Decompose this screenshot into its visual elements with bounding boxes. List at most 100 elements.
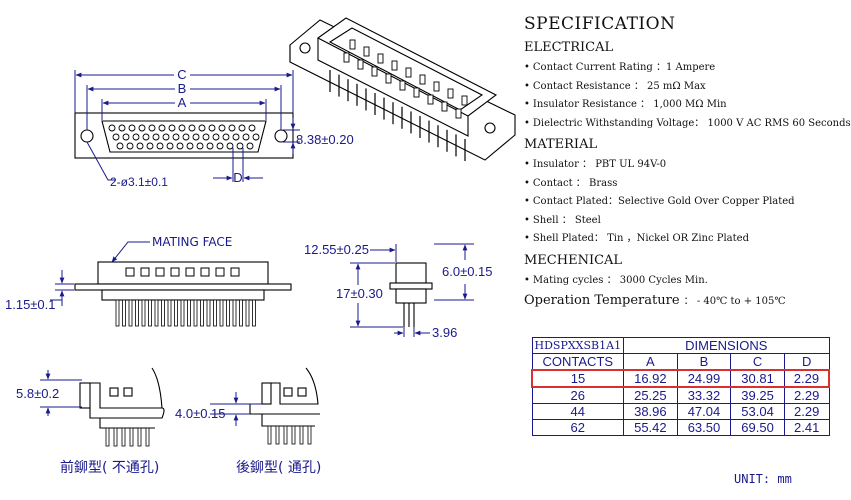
iso-pin (349, 39, 356, 50)
contact-square (200, 267, 210, 277)
contacts-header: CONTACTS (531, 353, 625, 371)
contact-hole (108, 124, 116, 132)
detail-pin (137, 427, 142, 447)
spec-item: Mating cycles ： 3000 Cycles Min. (524, 272, 828, 291)
value-cell: 30.81 (730, 369, 785, 388)
pcb-pin (167, 299, 172, 327)
value-cell: 2.29 (783, 403, 830, 420)
side-pcb-pins (115, 299, 256, 327)
spec-item: Insulator ： PBT UL 94V-0 (524, 156, 828, 175)
table-header-row: HDSPXXSB1A1 DIMENSIONS (531, 337, 830, 354)
contact-square (140, 267, 150, 277)
contacts-cell: 44 (531, 403, 625, 420)
table-row: 15 16.92 24.99 30.81 2.29 (531, 369, 830, 388)
contact-hole (138, 124, 146, 132)
table-row: 44 38.96 47.04 53.04 2.29 (531, 403, 830, 420)
spec-item: Contact Current Rating ：1 Ampere (524, 59, 828, 78)
contacts-cell: 26 (531, 386, 625, 404)
contact-hole (168, 124, 176, 132)
iso-pin (427, 94, 434, 105)
iso-pin (343, 52, 350, 63)
iso-pin (433, 81, 440, 92)
contact-hole (136, 142, 144, 150)
pcb-pin (226, 299, 230, 327)
detail-rear-caption: 後鉚型( 通孔) (236, 459, 321, 476)
contact-hole (192, 133, 200, 141)
detail-pin (145, 427, 150, 447)
contact-hole (212, 133, 220, 141)
table-row: 26 25.25 33.32 39.25 2.29 (531, 386, 830, 404)
specification-panel: SPECIFICATION ELECTRICAL Contact Current… (524, 12, 851, 308)
iso-pin (363, 46, 370, 57)
contact-hole (216, 142, 224, 150)
contact-hole (148, 124, 156, 132)
spec-item: Shell Plated： Tin ，Nickel OR Zinc Plated (524, 230, 828, 249)
spec-item: Contact ： Brass (524, 175, 828, 194)
detail-rear-pins (267, 425, 312, 445)
contact-hole (218, 124, 226, 132)
pcb-pin (239, 299, 243, 327)
contact-hole (232, 133, 240, 141)
front-view: C B A D 2-ø3.1±0.1 8.38±0.20 (74, 67, 354, 189)
detail-pin (275, 425, 280, 445)
electrical-heading: ELECTRICAL (524, 40, 614, 55)
contact-hole (146, 142, 154, 150)
contact-hole (158, 124, 166, 132)
detail-pin (113, 427, 118, 447)
pin-pitch: 3.96 (432, 325, 457, 340)
spec-item: Dielectric Withstanding Voltage： 1000 V … (524, 115, 851, 134)
iso-pin (413, 87, 420, 98)
column-header: C (730, 353, 785, 371)
pcb-pin (128, 299, 133, 327)
detail-pin (105, 427, 110, 447)
contact-hole (242, 133, 250, 141)
contact-hole (128, 124, 136, 132)
contacts-cell: 62 (531, 419, 625, 436)
pcb-pin (206, 299, 211, 327)
value-cell: 69.50 (730, 419, 785, 436)
end-width-top: 12.55±0.25 (304, 242, 369, 257)
iso-pin (461, 95, 468, 106)
contact-square (155, 267, 165, 277)
contact-hole (178, 124, 186, 132)
detail-front-rivet: 5.8±0.2 前鉚型( 不通孔) (16, 367, 165, 476)
contact-hole (188, 124, 196, 132)
detail-pin (283, 425, 288, 445)
connector-drawing: C B A D 2-ø3.1±0.1 8.38±0.20 MATING FACE (5, 17, 516, 476)
hole-note: 2-ø3.1±0.1 (110, 175, 168, 189)
iso-pin (377, 53, 384, 64)
material-heading: MATERIAL (524, 137, 598, 152)
end-height-total: 17±0.30 (336, 286, 383, 301)
contact-hole (222, 133, 230, 141)
detail-front-caption: 前鉚型( 不通孔) (60, 459, 159, 476)
value-cell: 25.25 (623, 386, 678, 404)
contact-hole (198, 124, 206, 132)
contact-hole (166, 142, 174, 150)
iso-pin (371, 66, 378, 77)
contact-hole (226, 142, 234, 150)
detail-pin (291, 425, 296, 445)
mechenical-list: Mating cycles ： 3000 Cycles Min. (524, 272, 828, 291)
iso-pin (455, 108, 462, 119)
pcb-pin (187, 299, 191, 327)
iso-pin (405, 67, 412, 78)
value-cell: 39.25 (730, 386, 785, 404)
dim-d-label: D (233, 170, 242, 185)
detail-rear-rivet: 4.0±0.15 後鉚型( 通孔) (175, 367, 321, 476)
contact-hole (142, 133, 150, 141)
dimensions-header: DIMENSIONS (623, 337, 830, 354)
value-cell: 38.96 (623, 403, 678, 420)
pcb-pin (115, 299, 120, 327)
contact-hole (246, 142, 254, 150)
detail-pin (307, 425, 312, 445)
pcb-pin (148, 299, 152, 327)
pcb-pin (141, 299, 146, 327)
spec-item: Shell ： Steel (524, 212, 828, 231)
contact-hole (122, 133, 130, 141)
contact-hole (206, 142, 214, 150)
iso-pin (391, 60, 398, 71)
table-row: 62 55.42 63.50 69.50 2.41 (531, 419, 830, 436)
mechenical-heading: MECHENICAL (524, 252, 623, 268)
column-header: B (676, 353, 732, 371)
dimensions-table: HDSPXXSB1A1 DIMENSIONS CONTACTS A B C D … (531, 337, 830, 436)
